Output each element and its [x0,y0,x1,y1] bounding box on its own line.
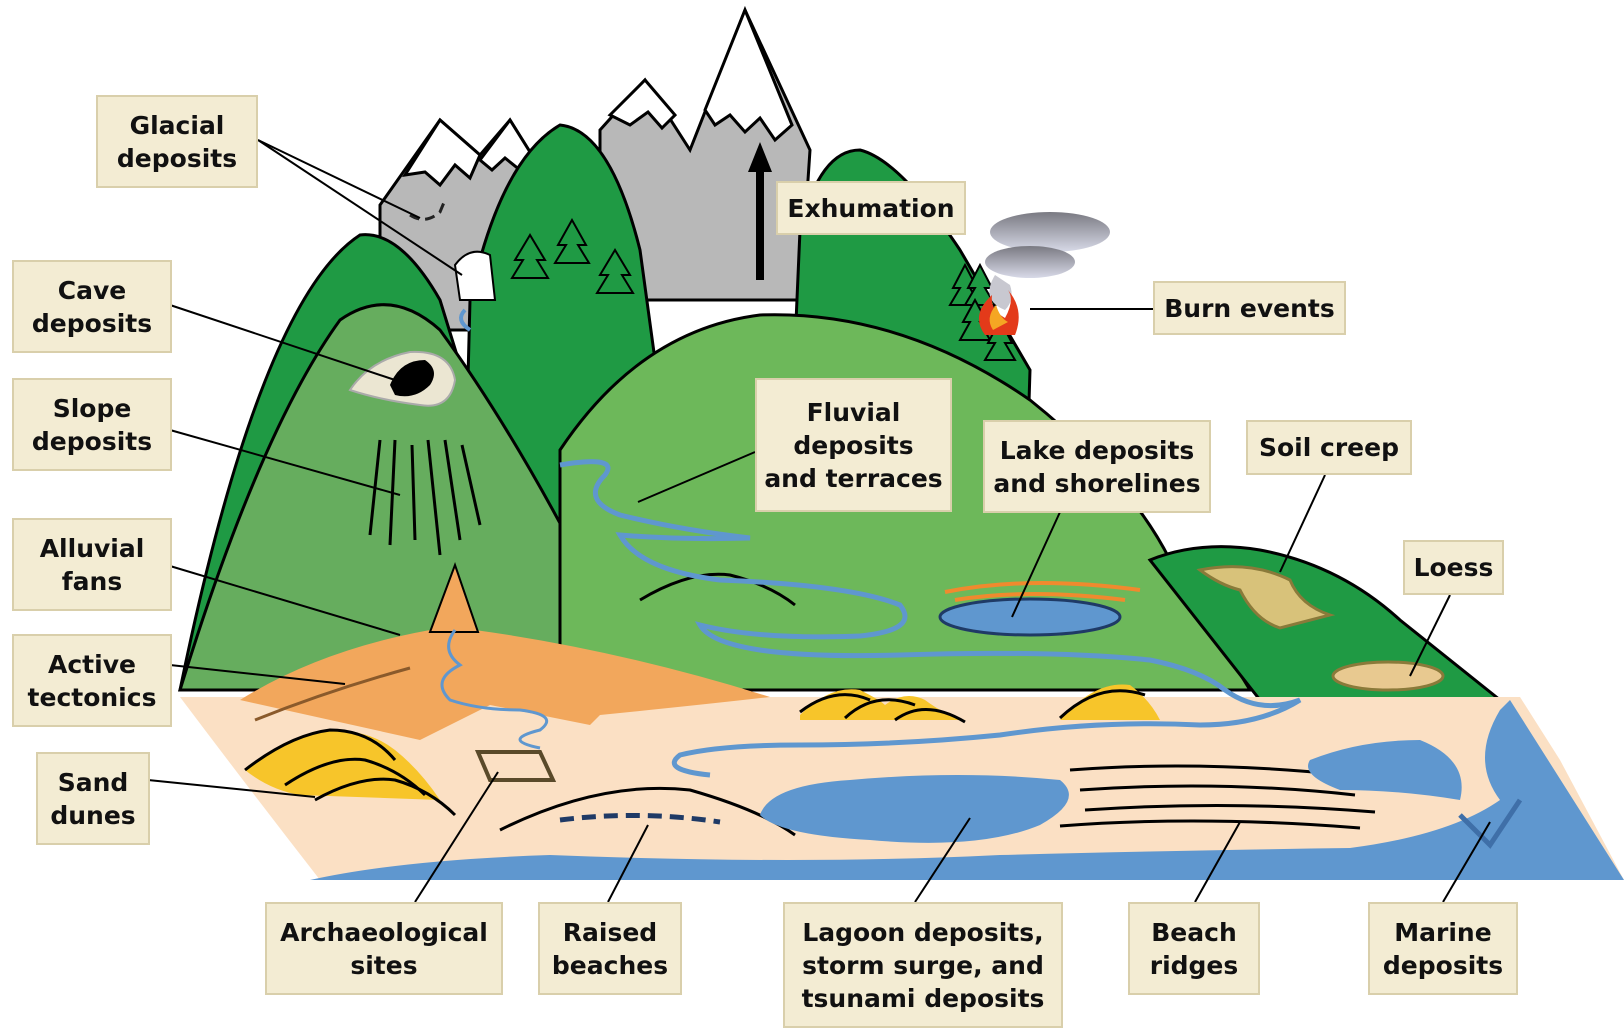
label-burn-events: Burn events [1153,281,1346,335]
label-soil-creep: Soil creep [1246,420,1412,475]
lake [940,599,1120,635]
smoke-icon [985,212,1110,310]
glacier-ice [455,252,495,300]
label-beach-ridges: Beach ridges [1128,902,1260,995]
label-alluvial-fans: Alluvial fans [12,518,172,611]
label-archaeological-sites: Archaeological sites [265,902,503,995]
label-lagoon-deposits: Lagoon deposits, storm surge, and tsunam… [783,902,1063,1028]
label-fluvial-deposits: Fluvial deposits and terraces [755,378,952,512]
label-glacial-deposits: Glacial deposits [96,95,258,188]
label-slope-deposits: Slope deposits [12,378,172,471]
label-exhumation: Exhumation [776,181,966,235]
label-loess: Loess [1403,540,1504,595]
label-cave-deposits: Cave deposits [12,260,172,353]
label-active-tectonics: Active tectonics [12,634,172,727]
loess-patch [1333,662,1443,690]
label-marine-deposits: Marine deposits [1368,902,1518,995]
label-lake-deposits: Lake deposits and shorelines [983,420,1211,513]
snow-cap-center [705,10,792,140]
label-raised-beaches: Raised beaches [538,902,682,995]
label-sand-dunes: Sand dunes [36,752,150,845]
